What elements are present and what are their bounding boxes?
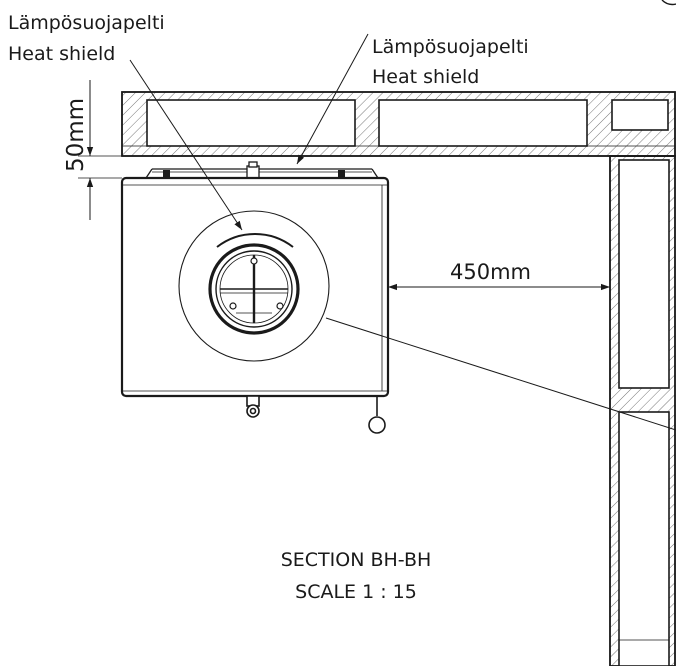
right-wall bbox=[609, 155, 676, 666]
shield-left-label-en: Heat shield bbox=[8, 43, 115, 65]
top-wall bbox=[121, 91, 676, 157]
flue-collar bbox=[178, 210, 330, 362]
shield-right-label-fi: Lämpösuojapelti bbox=[372, 36, 529, 58]
section-title: SECTION BH-BH bbox=[281, 549, 432, 571]
dim-450mm-label: 450mm bbox=[450, 260, 531, 284]
section-scale: SCALE 1 : 15 bbox=[295, 581, 417, 603]
shield-left-label-fi: Lämpösuojapelti bbox=[8, 12, 165, 34]
shield-right-label-en: Heat shield bbox=[372, 66, 479, 88]
heat-shield-plate bbox=[145, 161, 379, 179]
cropped-text-fragment bbox=[661, 0, 676, 6]
dim-50mm-label: 50mm bbox=[63, 98, 89, 172]
leader-lines bbox=[129, 33, 676, 431]
dim-50mm bbox=[78, 80, 122, 220]
stove-feet bbox=[246, 395, 386, 434]
